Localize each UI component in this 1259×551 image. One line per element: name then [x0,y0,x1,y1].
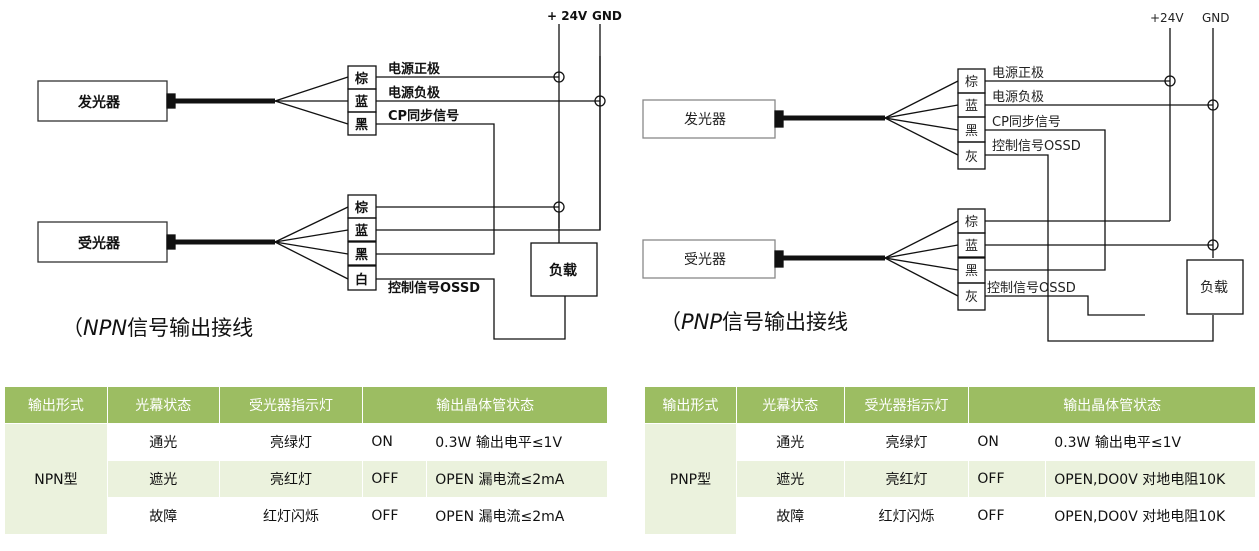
pnp-caption-type: PNP [681,310,723,334]
output-cell: OPEN,DO0V 对地电阻10K [1045,497,1256,535]
pnp-receiver-wire-color: 蓝 [965,239,978,254]
table-row: NPN型 通光 亮绿灯 ON 0.3W 输出电平≤1V [4,423,608,535]
led-cell: 红灯闪烁 [218,497,364,535]
led-cell: 红灯闪烁 [843,497,970,535]
npn-supply-gnd-label: GND [592,9,622,23]
pnp-receiver-wire-color: 黑 [965,264,978,279]
npn-caption: （NPN信号输出接线 [62,312,253,342]
header-transistor-state: 输出晶体管状态 [362,386,608,424]
pnp-load [1186,259,1244,315]
on-off-cell: OFF [968,497,1047,535]
npn-receiver-wire-color: 棕 [354,200,368,216]
npn-emitter-wire-color: 棕 [354,71,368,87]
pnp-caption-paren: （ [660,310,681,334]
npn-emitter-wire-color: 蓝 [355,94,368,110]
npn-receiver-wire-color: 黑 [355,248,368,263]
table-row: 遮光 亮红灯 OFF OPEN,DO0V 对地电阻10K [645,460,1256,498]
state-cell: 故障 [735,497,845,535]
npn-receiver-label: 受光器 [78,235,121,252]
pnp-caption-text: 信号输出接线 [722,310,849,334]
state-cell: 遮光 [735,460,845,498]
npn-receiver-wire-label: 控制信号OSSD [388,280,480,296]
pnp-receiver-wire-color: 棕 [965,215,978,230]
pnp-emitter-wire-label: CP同步信号 [992,115,1061,130]
table-row: 故障 红灯闪烁 OFF OPEN,DO0V 对地电阻10K [645,497,1256,535]
npn-receiver-wire-color: 蓝 [355,223,368,239]
header-output-type: 输出形式 [644,386,737,424]
on-off-cell: OFF [362,460,428,498]
on-off-cell: ON [362,423,428,461]
on-off-cell: OFF [968,460,1047,498]
output-cell: 0.3W 输出电平≤1V [426,423,608,461]
pnp-receiver-label: 受光器 [684,252,726,268]
output-cell: OPEN,DO0V 对地电阻10K [1045,460,1256,498]
npn-emitter-wire-color: 黑 [355,118,368,133]
led-cell: 亮绿灯 [218,423,364,461]
on-off-cell: OFF [362,497,428,535]
pnp-emitter-wire-label: 电源正极 [992,66,1044,81]
pnp-emitter-wire-color: 灰 [965,150,978,165]
pnp-load-label: 负载 [1200,280,1228,296]
pnp-emitter-wire-color: 棕 [965,75,978,90]
table-row: 遮光 亮红灯 OFF OPEN 漏电流≤2mA [5,460,608,498]
npn-receiver-wire-color: 白 [355,272,368,288]
header-curtain-state: 光幕状态 [106,386,220,424]
pnp-emitter-wire-label: 电源负极 [992,90,1044,105]
state-cell: 故障 [106,497,220,535]
npn-output-table: 输出形式 光幕状态 受光器指示灯 输出晶体管状态 NPN型 通光 亮绿灯 ON … [4,386,608,535]
pnp-supply-pos-label: +24V [1150,11,1184,25]
npn-emitter-wire-label: 电源正极 [388,61,441,77]
npn-emitter-wire-label: 电源负极 [388,85,441,101]
pnp-emitter-wire-label: 控制信号OSSD [992,139,1081,154]
header-indicator: 受光器指示灯 [218,386,364,424]
npn-caption-text: 信号输出接线 [127,316,254,340]
state-cell: 遮光 [106,460,220,498]
on-off-cell: ON [968,423,1047,461]
state-cell: 通光 [735,423,845,461]
pnp-caption: （PNP信号输出接线 [660,306,848,336]
table-header-row: 输出形式 光幕状态 受光器指示灯 输出晶体管状态 [4,386,608,424]
pnp-receiver-wire-label: 控制信号OSSD [987,281,1076,296]
pnp-emitter-label: 发光器 [684,112,726,128]
led-cell: 亮红灯 [843,460,970,498]
pnp-type-cell: PNP型 [644,423,737,535]
header-output-type: 输出形式 [4,386,108,424]
led-cell: 亮绿灯 [843,423,970,461]
npn-emitter-label: 发光器 [77,94,121,111]
npn-emitter-wire-label: CP同步信号 [388,108,459,124]
npn-type-cell: NPN型 [4,423,108,535]
output-cell: OPEN 漏电流≤2mA [426,460,608,498]
header-curtain-state: 光幕状态 [735,386,845,424]
table-row: PNP型 通光 亮绿灯 ON 0.3W 输出电平≤1V [644,423,1256,535]
header-transistor-state: 输出晶体管状态 [968,386,1256,424]
led-cell: 亮红灯 [218,460,364,498]
state-cell: 通光 [106,423,220,461]
table-row: 故障 红灯闪烁 OFF OPEN 漏电流≤2mA [5,497,608,535]
pnp-supply-gnd-label: GND [1202,11,1230,25]
npn-caption-type: NPN [83,316,128,340]
table-header-row: 输出形式 光幕状态 受光器指示灯 输出晶体管状态 [644,386,1256,424]
npn-supply-pos-label: + 24V [547,9,588,23]
output-cell: OPEN 漏电流≤2mA [426,497,608,535]
npn-load [530,242,598,297]
pnp-receiver-wire-color: 灰 [965,290,978,305]
npn-caption-paren: （ [62,316,83,340]
pnp-emitter-wire-color: 蓝 [965,99,978,114]
pnp-output-table: 输出形式 光幕状态 受光器指示灯 输出晶体管状态 PNP型 通光 亮绿灯 ON … [644,386,1256,535]
pnp-emitter-wire-color: 黑 [965,124,978,139]
header-indicator: 受光器指示灯 [843,386,970,424]
npn-load-label: 负载 [549,262,577,279]
output-cell: 0.3W 输出电平≤1V [1045,423,1256,461]
